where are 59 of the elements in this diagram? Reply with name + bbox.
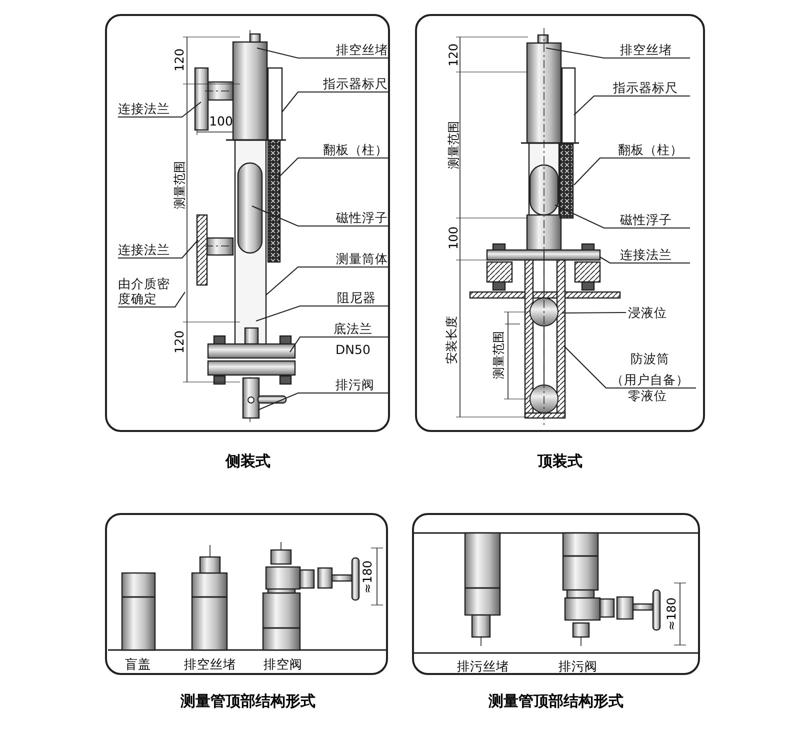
leader-line [278, 157, 388, 178]
callout-label: 测量筒体 [315, 251, 388, 266]
note-text: （用户自备） [610, 372, 690, 387]
part-caption: 排空阀 [264, 656, 302, 672]
part-caption: 排污阀 [558, 658, 598, 674]
callout-label: 翻板（柱） [313, 142, 388, 157]
leader-line [574, 95, 690, 116]
callout-label: 指示器标尺 [303, 76, 388, 91]
callout-label: 磁性浮子 [315, 210, 388, 225]
note-text: DN50 [334, 342, 372, 357]
dimension-text: 120 [174, 48, 186, 72]
leader-line [574, 157, 690, 186]
part-caption: 盲盖 [125, 656, 151, 672]
callout-label: 连接法兰 [620, 247, 690, 262]
callout-label: 防波筒 [630, 351, 670, 366]
callout-label: 翻板（柱） [618, 142, 690, 157]
leader-line [600, 256, 690, 264]
leader-line [256, 305, 388, 322]
callout-label: 由介质密度确定 [118, 276, 174, 306]
callout-label: 排空丝堵 [620, 42, 690, 57]
dimension-text: 测量范围 [492, 331, 506, 379]
dimension-text: 安装长度 [446, 316, 458, 364]
leader-line [252, 206, 388, 227]
leader-line [290, 336, 388, 352]
panel-title: 测量管顶部结构形式 [488, 692, 624, 711]
dimension-text: 100 [209, 114, 233, 128]
leader-line [266, 266, 388, 296]
leader-line [562, 312, 626, 314]
leader-line [546, 47, 690, 59]
dimension-text: 测量范围 [174, 161, 186, 209]
leader-line [282, 91, 388, 112]
panel-title: 顶装式 [538, 452, 582, 471]
dimension-text: ≈180 [362, 560, 374, 594]
callout-label: 连接法兰 [118, 101, 180, 116]
panel-title: 侧装式 [226, 452, 270, 471]
callout-label: 零液位 [628, 388, 683, 403]
leader-line [256, 47, 388, 59]
part-caption: 排污丝堵 [457, 658, 509, 674]
leader-line [564, 346, 696, 389]
callout-label: 指示器标尺 [613, 80, 690, 95]
part-caption: 排空丝堵 [184, 656, 236, 672]
callout-label: 排空丝堵 [315, 42, 388, 57]
leader-line [118, 292, 186, 308]
dimension-text: 100 [448, 226, 460, 250]
callout-label: 排污阀 [322, 377, 388, 392]
dimension-text: 测量范围 [448, 121, 460, 169]
callout-label: 浸液位 [628, 305, 683, 320]
callout-label: 连接法兰 [118, 242, 180, 257]
leader-line [118, 102, 202, 118]
callout-label: 阻尼器 [325, 290, 388, 305]
callout-label: 底法兰 [332, 321, 374, 336]
dimension-text: 120 [174, 330, 186, 354]
leader-line [554, 204, 690, 229]
leader-line [258, 392, 388, 410]
leader-line [118, 240, 198, 259]
callout-label: 磁性浮子 [620, 212, 690, 227]
panel-title: 测量管顶部结构形式 [180, 692, 316, 711]
dimension-text: 120 [448, 44, 460, 66]
dimension-text: ≈180 [666, 598, 678, 630]
